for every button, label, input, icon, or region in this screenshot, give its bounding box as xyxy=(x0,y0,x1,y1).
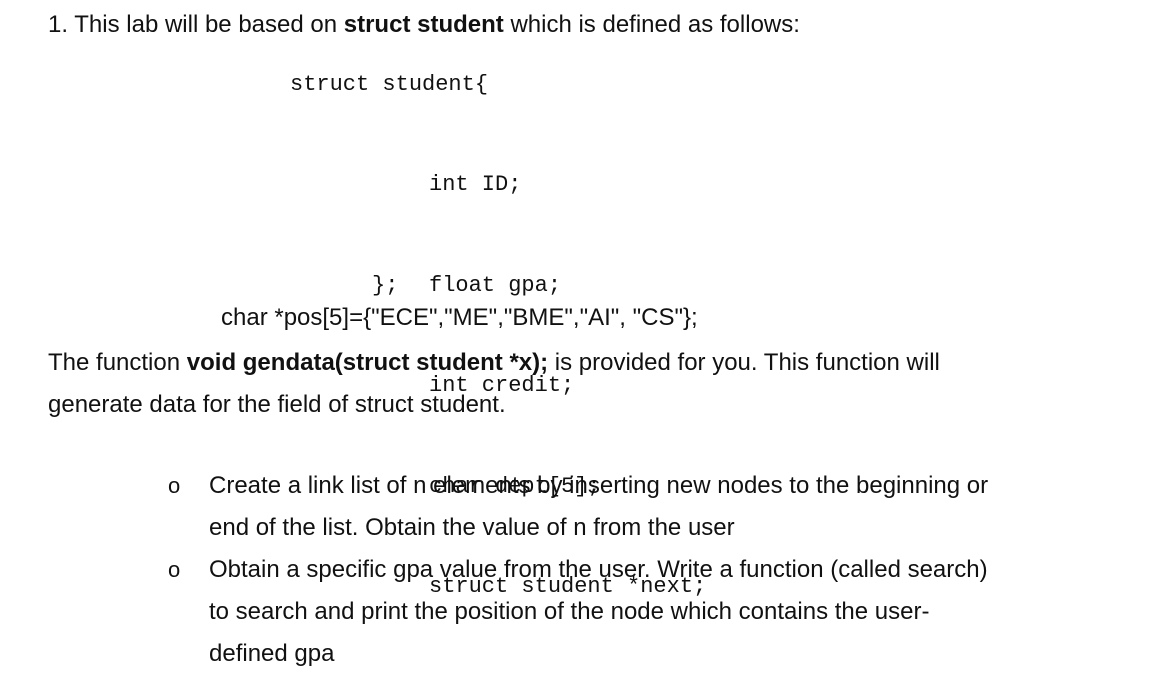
code-field-gpa: float gpa; xyxy=(429,272,562,298)
bullet-icon: o xyxy=(168,557,181,582)
intro-text-post: is provided for you. This function will xyxy=(554,349,940,376)
intro-paragraph: The function void gendata(struct student… xyxy=(48,342,1128,426)
intro-line-2: generate data for the field of struct st… xyxy=(48,391,506,418)
task-heading: 1. This lab will be based on struct stud… xyxy=(48,4,800,46)
intro-function-signature: void gendata(struct student *x); xyxy=(186,349,549,376)
code-field-credit: int credit; xyxy=(429,373,575,398)
task-list: o Create a link list of n elements by in… xyxy=(0,465,1109,675)
code-struct-close: }; xyxy=(372,273,399,298)
task-2-line-1: Obtain a specific gpa value from the use… xyxy=(209,556,988,583)
code-struct-open: struct student{ xyxy=(290,72,489,97)
heading-number: 1. xyxy=(48,11,69,38)
task-2-line-3: defined gpa xyxy=(209,640,335,667)
heading-struct-name: struct student xyxy=(343,11,504,38)
task-1-line-2: end of the list. Obtain the value of n f… xyxy=(209,514,735,541)
code-field-id: int ID; xyxy=(429,172,522,197)
list-item: o Create a link list of n elements by in… xyxy=(0,465,1109,549)
task-2-line-2: to search and print the position of the … xyxy=(209,598,930,625)
intro-line-1: The function void gendata(struct student… xyxy=(48,342,1128,384)
pos-array-declaration: char *pos[5]={"ECE","ME","BME","AI", "CS… xyxy=(221,304,698,331)
code-field-dept: char dept[5]; xyxy=(429,473,601,499)
heading-text-post: which is defined as follows: xyxy=(510,11,800,38)
task-1-line-1: Create a link list of n elements by inse… xyxy=(209,472,989,499)
bullet-icon: o xyxy=(168,473,181,498)
heading-text-pre: This lab will be based on xyxy=(74,11,338,38)
code-struct-fields: int ID; float gpa; int credit; char dept… xyxy=(429,101,706,671)
code-field-next: struct student *next; xyxy=(429,574,707,599)
intro-text-pre: The function xyxy=(48,349,181,376)
list-item: o Obtain a specific gpa value from the u… xyxy=(0,549,1109,675)
